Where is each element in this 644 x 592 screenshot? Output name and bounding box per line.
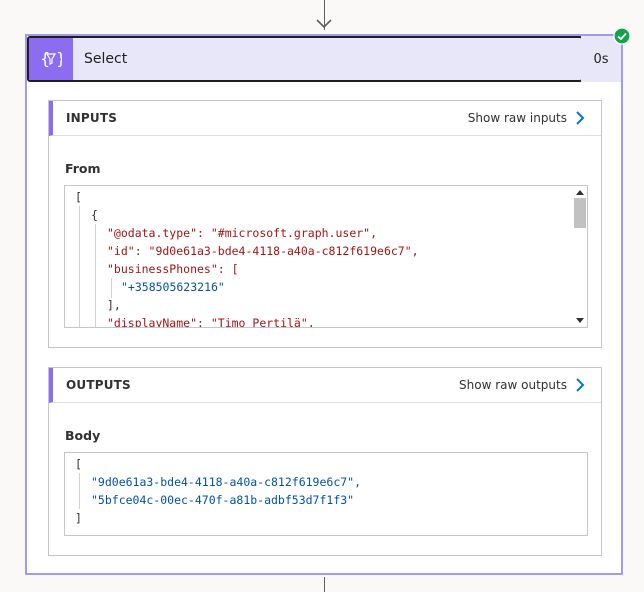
arrow-down-icon <box>316 19 332 29</box>
flow-connector-bottom <box>324 577 325 592</box>
code-line: [ <box>75 457 82 471</box>
show-raw-outputs-label: Show raw outputs <box>459 378 567 392</box>
scroll-up-icon[interactable] <box>576 190 584 195</box>
outputs-title: OUTPUTS <box>66 378 131 392</box>
from-code-viewer[interactable]: [ { "@odata.type": "#microsoft.graph.use… <box>64 185 588 328</box>
show-raw-outputs-link[interactable]: Show raw outputs <box>459 378 585 392</box>
show-raw-inputs-label: Show raw inputs <box>467 111 567 125</box>
svg-text:}: } <box>56 49 62 68</box>
code-line: "9d0e61a3-bde4-4118-a40a-c812f619e6c7", <box>91 475 362 489</box>
code-line: { <box>91 208 98 222</box>
body-code-viewer[interactable]: [ "9d0e61a3-bde4-4118-a40a-c812f619e6c7"… <box>64 452 588 536</box>
from-label: From <box>65 161 101 176</box>
code-line: "displayName": "Timo Pertilä", <box>107 316 315 328</box>
indent-guide <box>79 206 80 327</box>
inputs-section: INPUTS Show raw inputs From [ { "@odata.… <box>48 100 602 348</box>
indent-guide <box>79 473 80 509</box>
code-line: "+358505623216" <box>121 280 225 294</box>
code-scrollbar[interactable] <box>573 186 587 327</box>
chevron-right-icon <box>576 111 585 125</box>
code-line: "@odata.type": "#microsoft.graph.user", <box>107 226 378 240</box>
scroll-down-icon[interactable] <box>576 318 584 323</box>
show-raw-inputs-link[interactable]: Show raw inputs <box>468 111 585 125</box>
inputs-title: INPUTS <box>66 111 118 125</box>
code-line: [ <box>75 190 82 204</box>
flow-connector-top <box>324 0 325 30</box>
code-line: "businessPhones": [ <box>107 262 239 276</box>
inputs-header: INPUTS Show raw inputs <box>49 101 601 136</box>
code-line: ], <box>107 298 121 312</box>
svg-text:{: { <box>40 49 50 68</box>
indent-guide <box>95 224 96 327</box>
action-duration: 0s <box>581 36 621 82</box>
indent-guide <box>111 278 112 298</box>
code-line: "id": "9d0e61a3-bde4-4118-a40a-c812f619e… <box>107 244 419 258</box>
outputs-header: OUTPUTS Show raw outputs <box>49 368 601 403</box>
select-action-icon: { } <box>29 38 73 80</box>
action-title: Select <box>84 51 128 67</box>
code-line: ] <box>75 511 82 525</box>
outputs-section: OUTPUTS Show raw outputs Body [ "9d0e61a… <box>48 367 602 556</box>
action-card: { } Select 0s INPUTS Show raw inputs Fro… <box>25 34 623 575</box>
scroll-thumb[interactable] <box>574 198 586 228</box>
code-line: "5bfce04c-00ec-470f-a81b-adbf53d7f1f3" <box>91 493 355 507</box>
action-header[interactable]: { } Select <box>27 36 583 82</box>
success-check-icon <box>613 27 631 45</box>
body-label: Body <box>65 428 101 443</box>
chevron-right-icon <box>576 378 585 392</box>
